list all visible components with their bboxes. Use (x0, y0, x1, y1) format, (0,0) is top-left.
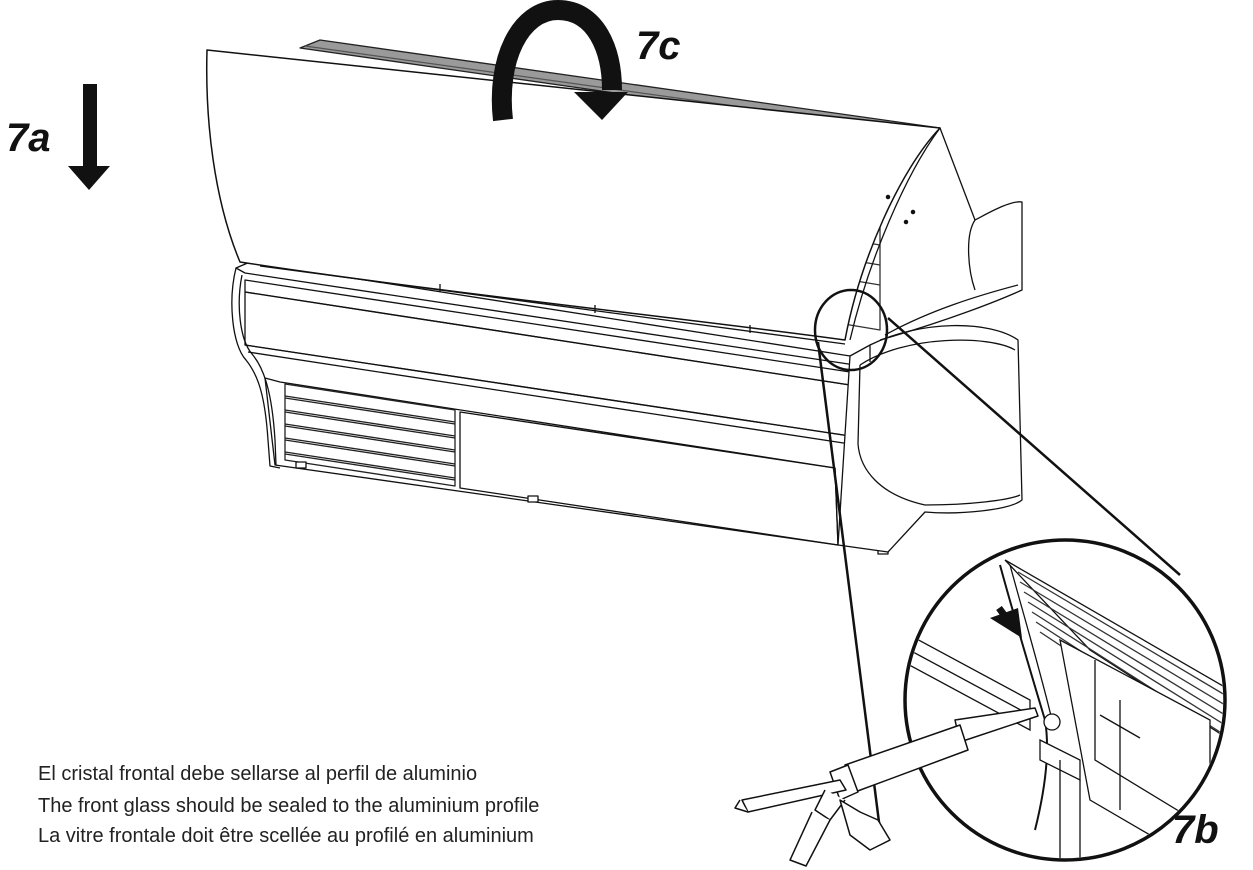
caption-spanish: El cristal frontal debe sellarse al perf… (38, 763, 478, 785)
small-arrow-down-icon (990, 605, 1022, 638)
step-label-7a: 7a (6, 116, 51, 160)
base-body (231, 261, 889, 555)
arrow-down-icon (68, 84, 110, 190)
step-label-7c: 7c (636, 24, 681, 68)
display-case (205, 39, 1023, 555)
caption-french: La vitre frontale doit être scellée au p… (38, 825, 534, 847)
step-label-7b: 7b (1172, 808, 1219, 852)
detail-magnified (907, 559, 1223, 858)
caulking-gun-icon (734, 707, 1039, 867)
left-vent (284, 383, 456, 487)
rotate-arrow-icon (491, 0, 628, 122)
right-end-panel (837, 127, 1023, 553)
front-glass (205, 49, 941, 345)
caption-english: The front glass should be sealed to the … (38, 795, 540, 817)
